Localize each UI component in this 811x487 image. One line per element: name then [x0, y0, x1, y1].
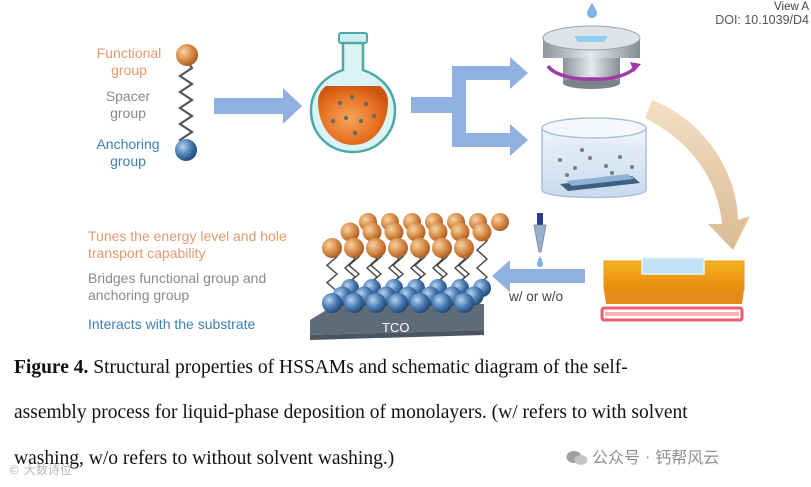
hot-plate-icon: [600, 257, 745, 322]
figure-number: Figure 4.: [14, 357, 89, 378]
pipette-icon: [533, 213, 547, 267]
figure-caption-line-2: assembly process for liquid-phase deposi…: [14, 402, 688, 423]
functional-group-sphere: [384, 222, 404, 242]
flask-icon: [309, 32, 397, 154]
functional-group-sphere: [340, 222, 360, 242]
functional-group-sphere: [322, 238, 342, 258]
view-article-link[interactable]: View A: [774, 1, 809, 13]
functional-group-label: Functional group: [96, 45, 162, 78]
anchoring-group-sphere: [322, 293, 342, 313]
self-assembly-diagram: [175, 3, 750, 340]
anchoring-property-text: Interacts with the substrate: [88, 316, 256, 332]
spacer-group-label: Spacer group: [105, 88, 151, 121]
functional-group-sphere: [406, 222, 426, 242]
figure-caption-line-3: washing, w/o refers to without solvent w…: [14, 448, 395, 469]
functional-group-sphere: [432, 238, 452, 258]
anchoring-group-sphere: [388, 293, 408, 313]
watermark-right-text: 公众号 · 钙帮风云: [592, 448, 720, 467]
washing-condition-label: w/ or w/o: [509, 289, 564, 304]
anchoring-group-sphere: [366, 293, 386, 313]
anchoring-group-sphere: [410, 293, 430, 313]
caption-text-1: Structural properties of HSSAMs and sche…: [93, 357, 628, 378]
arrow-to-monolayer: [492, 260, 585, 292]
spacer-property-text: Bridges functional group and anchoring g…: [88, 270, 267, 303]
anchoring-group-sphere: [432, 293, 452, 313]
wechat-icon: [566, 450, 588, 466]
watermark-right: 公众号 · 钙帮风云: [566, 444, 719, 468]
spacer-chain: [178, 59, 194, 149]
functional-group-sphere: [176, 44, 198, 66]
functional-group-sphere: [491, 213, 509, 231]
functional-group-sphere: [410, 238, 430, 258]
functional-group-sphere: [450, 222, 470, 242]
curved-process-arrow: [645, 100, 750, 250]
arrow-to-flask: [214, 88, 302, 124]
split-arrow: [411, 57, 528, 156]
anchoring-group-label: Anchoring group: [96, 136, 160, 169]
spacer-chain: [475, 231, 489, 287]
molecule-model: [175, 44, 198, 161]
functional-group-sphere: [428, 222, 448, 242]
functional-group-sphere: [344, 238, 364, 258]
anchoring-group-sphere: [454, 293, 474, 313]
functional-group-sphere: [388, 238, 408, 258]
self-assembled-monolayer: [310, 213, 509, 340]
anchoring-group-sphere: [175, 139, 197, 161]
watermark-left: © 大数诗位: [8, 463, 72, 477]
spin-coater-icon: [542, 3, 641, 89]
functional-group-sphere: [362, 222, 382, 242]
functional-group-sphere: [472, 222, 492, 242]
functional-group-sphere: [454, 238, 474, 258]
anchoring-group-sphere: [344, 293, 364, 313]
rotation-arrow: [546, 64, 638, 82]
functional-group-sphere: [366, 238, 386, 258]
substrate-label: TCO: [382, 320, 410, 335]
functional-property-text: Tunes the energy level and hole transpor…: [88, 228, 287, 261]
doi-label: DOI: 10.1039/D4: [715, 13, 809, 27]
dip-coating-dish-icon: [541, 117, 647, 199]
figure-caption-line-1: Figure 4. Structural properties of HSSAM…: [14, 357, 804, 379]
